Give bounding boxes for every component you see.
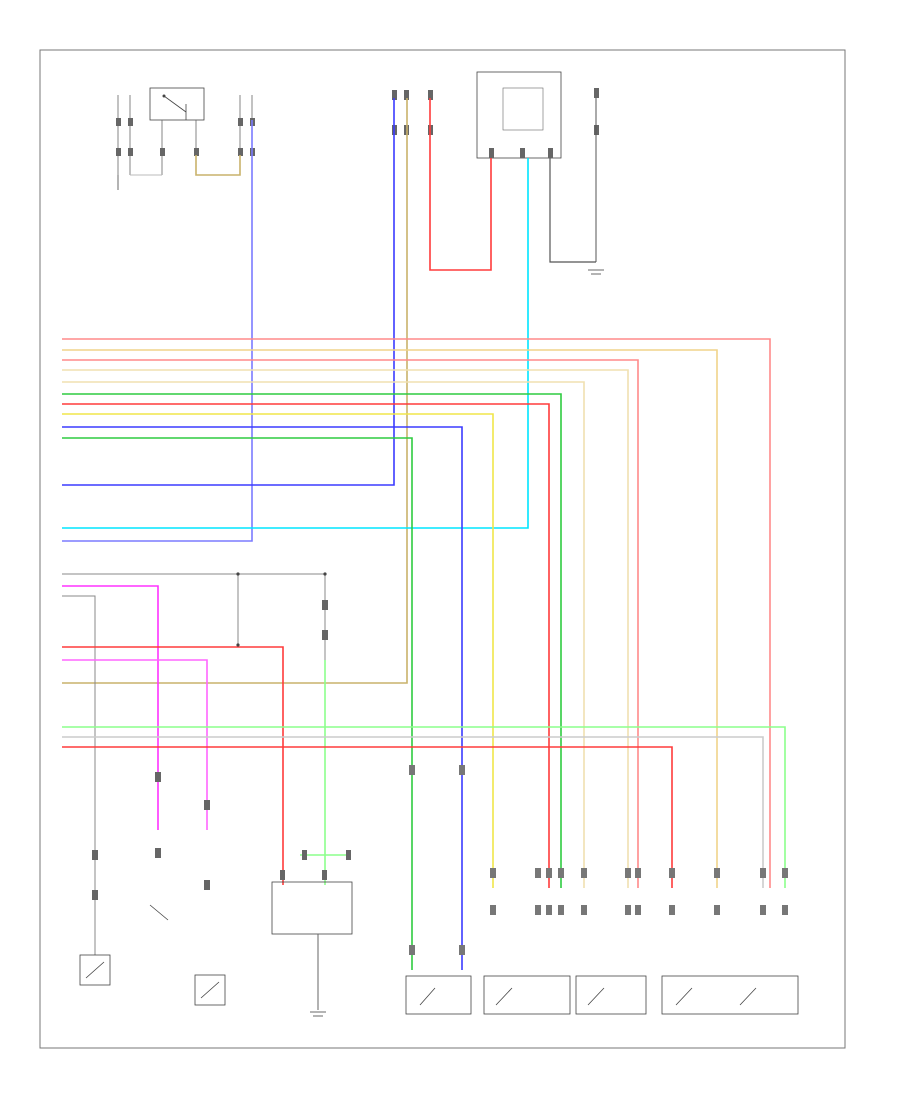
wire-yellow-8 xyxy=(62,413,494,888)
mid-connector xyxy=(322,600,328,640)
actuator-pin-blocks xyxy=(409,765,788,955)
wire-pink-2 xyxy=(62,349,718,888)
wire-cyan xyxy=(62,158,529,529)
wire-light-green-a xyxy=(62,726,786,888)
wire-harness xyxy=(62,98,786,970)
wire-blue-center xyxy=(62,98,395,486)
center-relay-box xyxy=(271,881,353,935)
wire-red-7 xyxy=(62,403,550,888)
wire-pink-1 xyxy=(62,338,771,888)
door-lock-actuator-c xyxy=(575,975,647,1015)
wire-light-gray-b xyxy=(62,736,764,888)
top-left-switch-box xyxy=(149,87,205,121)
lower-left-components xyxy=(79,772,226,1006)
wire-magenta-1 xyxy=(62,585,159,830)
top-right-module-cluster xyxy=(476,71,604,275)
diagram-border xyxy=(39,49,846,1049)
wire-tan-center xyxy=(62,98,408,684)
top-left-switch-contact xyxy=(163,95,187,113)
door-lock-actuator-a xyxy=(405,975,472,1015)
wire-red-lower xyxy=(62,646,284,885)
top-right-module-box xyxy=(476,71,562,159)
wire-red-center xyxy=(429,98,492,271)
wire-blue-9 xyxy=(62,426,463,970)
wire-tan-top xyxy=(195,155,241,176)
wire-gray-2 xyxy=(62,595,96,955)
top-center-hot-cluster xyxy=(392,90,433,135)
center-relay xyxy=(271,850,353,1017)
left-door-lock-switch-box xyxy=(194,974,226,1006)
wire-gray-module xyxy=(549,158,596,263)
right-rear-switch-box xyxy=(79,954,111,986)
wire-red-c xyxy=(62,746,673,888)
wire-pink-3 xyxy=(62,359,639,888)
wire-green-10 xyxy=(62,437,413,970)
left-courtesy-switch-symbol xyxy=(149,904,169,921)
wire-tan-4 xyxy=(62,369,629,888)
wire-gray-lower xyxy=(62,573,326,820)
splice-points xyxy=(236,572,327,647)
top-left-switch-pivot xyxy=(162,94,166,98)
wire-magenta-2 xyxy=(62,659,208,830)
wire-tan-5 xyxy=(62,381,585,888)
wire-light-blue-left xyxy=(62,120,253,542)
door-lock-actuator-b xyxy=(483,975,571,1015)
door-lock-actuator-d xyxy=(661,975,799,1015)
top-right-module-inner xyxy=(502,87,544,131)
wire-green-6 xyxy=(62,393,562,888)
